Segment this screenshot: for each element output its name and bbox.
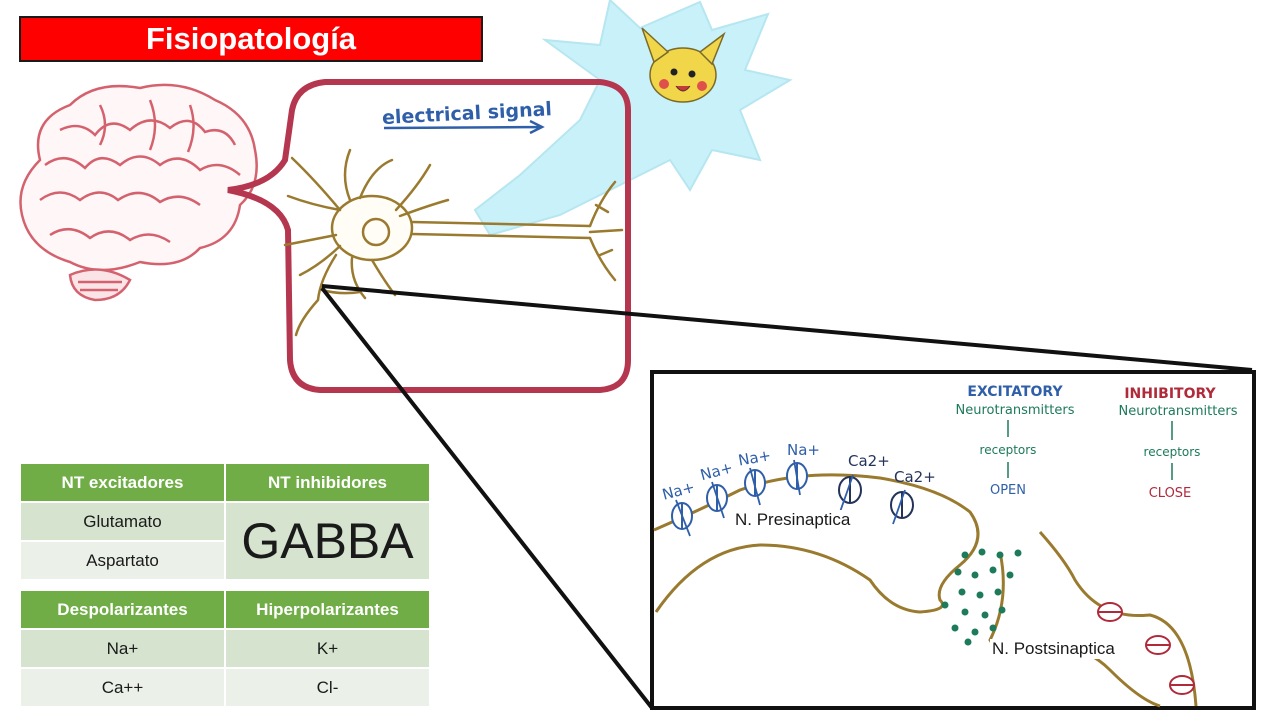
inhibitory-channels (1097, 602, 1195, 695)
signal-arrow (383, 119, 545, 135)
header-nt-excitadores: NT excitadores (19, 462, 226, 503)
cell-na: Na+ (19, 628, 226, 669)
brain-illustration (19, 83, 258, 302)
svg-text:Neurotransmitters: Neurotransmitters (956, 403, 1075, 418)
header-nt-inhibidores: NT inhibidores (224, 462, 431, 503)
neurotransmitter-table: NT excitadores NT inhibidores Glutamato … (19, 462, 431, 581)
page-title: Fisiopatología (19, 16, 483, 62)
svg-text:Na+: Na+ (737, 446, 773, 469)
synapse-inset (650, 370, 1256, 710)
cell-k: K+ (224, 628, 431, 669)
callout-frame (227, 79, 631, 393)
cell-gabba: GABBA (224, 501, 431, 581)
inhibitory-legend: INHIBITORY Neurotransmitters receptors C… (1119, 386, 1238, 501)
svg-text:CLOSE: CLOSE (1149, 486, 1192, 501)
neurotransmitter-vesicles (941, 548, 1022, 646)
svg-text:OPEN: OPEN (990, 483, 1026, 498)
cell-aspartato: Aspartato (19, 540, 226, 581)
svg-text:EXCITATORY: EXCITATORY (967, 384, 1063, 400)
zoom-line-top (321, 284, 1253, 372)
cell-ca: Ca++ (19, 667, 226, 708)
neuron-illustration (283, 148, 624, 337)
cell-glutamato: Glutamato (19, 501, 226, 542)
cell-cl: Cl- (224, 667, 431, 708)
ion-channels-na (671, 462, 808, 530)
svg-text:Ca2+: Ca2+ (848, 452, 890, 470)
svg-text:Neurotransmitters: Neurotransmitters (1119, 404, 1238, 419)
svg-text:receptors: receptors (980, 443, 1037, 457)
postsynaptic-label: N. Postsinaptica (990, 639, 1117, 659)
svg-text:Na+: Na+ (787, 441, 820, 459)
excitatory-legend: EXCITATORY Neurotransmitters receptors O… (956, 384, 1075, 498)
zoom-line-bottom (320, 286, 654, 710)
svg-text:receptors: receptors (1144, 445, 1201, 459)
svg-text:INHIBITORY: INHIBITORY (1124, 386, 1216, 402)
pikachu-image (641, 27, 726, 103)
ion-flow-arrows (675, 459, 906, 537)
header-hiperpolarizantes: Hiperpolarizantes (224, 589, 431, 630)
electrical-signal-label: electrical signal (381, 98, 552, 129)
presynaptic-label: N. Presinaptica (733, 510, 853, 530)
header-despolarizantes: Despolarizantes (19, 589, 226, 630)
polarization-table: Despolarizantes Hiperpolarizantes Na+ K+… (19, 589, 431, 708)
svg-text:Ca2+: Ca2+ (894, 468, 936, 486)
